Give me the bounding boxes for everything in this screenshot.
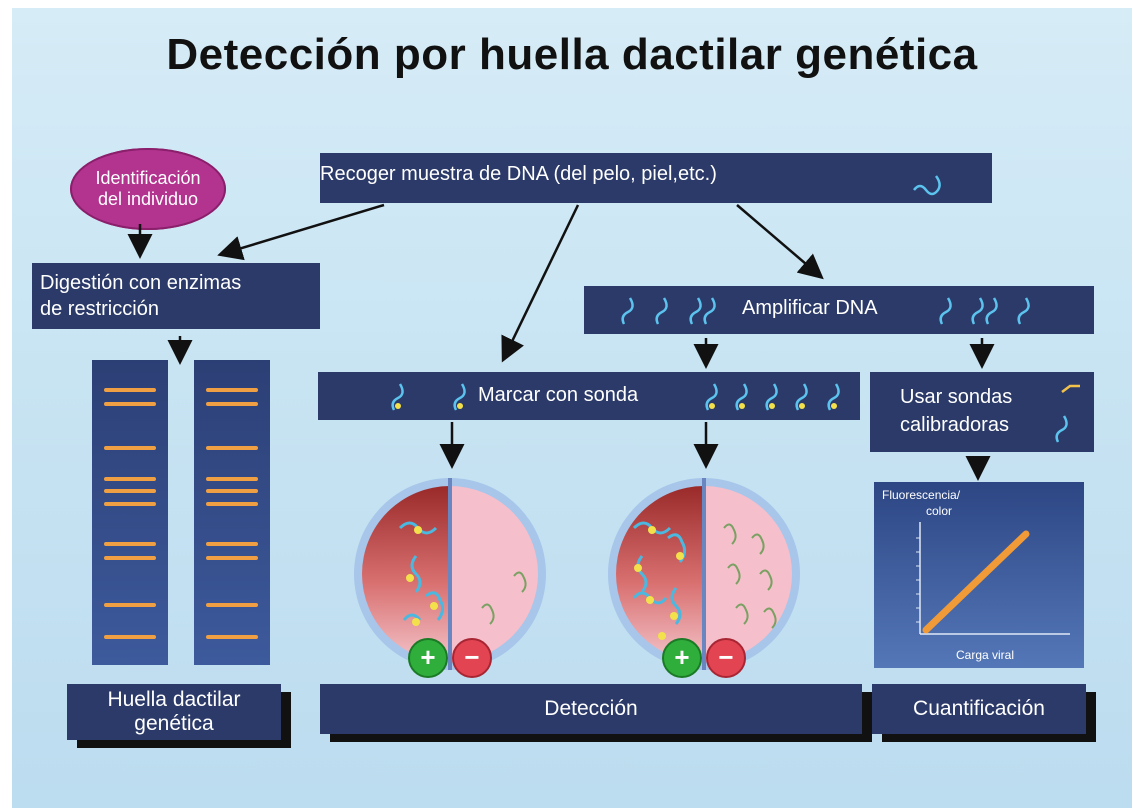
dna-strand-icon xyxy=(971,297,984,325)
gel-band xyxy=(104,556,156,560)
dna-icons-calibrate xyxy=(1055,384,1080,443)
negative-sign-1: − xyxy=(452,638,492,678)
fingerprint-line-2: genética xyxy=(134,712,214,735)
chart-xlabel: Carga viral xyxy=(956,648,1015,662)
quantification-label-box: Cuantificación xyxy=(872,684,1086,734)
fluorescent-marker-icon xyxy=(634,526,684,640)
gel-band xyxy=(104,402,156,406)
plus-symbol: + xyxy=(674,642,689,672)
positive-sign-1: + xyxy=(408,638,448,678)
digestion-line-2: de restricción xyxy=(40,298,159,320)
gel-band xyxy=(104,635,156,639)
dna-strand-icon xyxy=(795,383,808,411)
gel-band xyxy=(206,542,258,546)
dna-strand-icon xyxy=(705,383,718,411)
gel-band xyxy=(104,502,156,506)
gel-band xyxy=(206,477,258,481)
calibration-line-1: Usar sondas xyxy=(900,386,1013,408)
gel-band xyxy=(206,388,258,392)
fluorescent-marker-icon xyxy=(406,526,438,626)
dna-icons-collect xyxy=(913,175,941,196)
gel-band xyxy=(206,603,258,607)
dna-icons-amplify xyxy=(621,297,1030,325)
dna-strand-icon xyxy=(939,297,952,325)
diagram-overlay: + − xyxy=(127,175,1080,678)
gel-band xyxy=(206,502,258,506)
minus-symbol: − xyxy=(464,642,479,672)
ellipse-line-2: del individuo xyxy=(97,189,199,209)
dna-strand-icon xyxy=(453,383,466,411)
fingerprint-label-box: Huella dactilar genética xyxy=(67,684,281,740)
digestion-box: Digestión con enzimas de restricción xyxy=(32,263,320,329)
gel-band xyxy=(206,489,258,493)
dna-icons-probe xyxy=(391,383,840,411)
dna-strand-icon xyxy=(655,297,668,325)
gel-band xyxy=(104,446,156,450)
amplify-dna-box: Amplificar DNA xyxy=(584,286,1094,334)
dna-strand-icon xyxy=(985,297,998,325)
dna-strand-icon xyxy=(913,175,941,196)
arrow-collect-to-digest xyxy=(217,203,385,261)
calibration-chart: Fluorescencia/ color Carga viral xyxy=(874,482,1084,668)
gel-lane-1 xyxy=(92,360,168,665)
minus-symbol: − xyxy=(718,642,733,672)
probe-label-box: Marcar con sonda xyxy=(318,372,860,420)
gel-band xyxy=(206,402,258,406)
dna-strand-icon xyxy=(481,571,527,625)
arrow-collect-to-probe xyxy=(501,204,580,363)
gel-band xyxy=(206,446,258,450)
dna-strand-icon xyxy=(398,521,445,621)
dna-strand-icon xyxy=(827,383,840,411)
probe-label: Marcar con sonda xyxy=(478,384,639,406)
dna-strand-icon xyxy=(723,523,777,629)
chart-plot xyxy=(916,522,1070,635)
chart-ylabel-1: Fluorescencia/ xyxy=(882,488,961,502)
chart-ylabel-2: color xyxy=(926,504,953,518)
fingerprint-line-1: Huella dactilar xyxy=(107,688,241,711)
reaction-well-1 xyxy=(354,478,546,670)
quantification-label: Cuantificación xyxy=(913,697,1045,720)
ellipse-line-1: Identificación xyxy=(95,168,201,188)
negative-sign-2: − xyxy=(706,638,746,678)
dna-strand-icon xyxy=(1055,415,1068,443)
dna-strand-icon xyxy=(735,383,748,411)
identification-ellipse: Identificación del individuo xyxy=(70,148,226,230)
detection-label: Detección xyxy=(544,697,638,720)
digestion-line-1: Digestión con enzimas xyxy=(40,272,242,294)
gel-band xyxy=(104,603,156,607)
calibration-line xyxy=(922,530,1030,634)
detection-label-box: Detección xyxy=(320,684,862,734)
slide: Detección por huella dactilar genética I… xyxy=(12,8,1132,808)
collect-sample-label: Recoger muestra de DNA (del pelo, piel,e… xyxy=(320,163,717,185)
gel-band xyxy=(206,556,258,560)
plus-symbol: + xyxy=(420,642,435,672)
dna-strand-icon xyxy=(621,297,634,325)
gel-lane-2 xyxy=(194,360,270,665)
calibration-marker-icon xyxy=(1061,384,1080,393)
dna-strand-icon xyxy=(391,383,404,411)
gel-band xyxy=(206,635,258,639)
gel-band xyxy=(104,477,156,481)
page-title: Detección por huella dactilar genética xyxy=(166,30,978,79)
positive-sign-2: + xyxy=(662,638,702,678)
amplify-dna-label: Amplificar DNA xyxy=(742,297,878,319)
flow-arrows xyxy=(127,203,995,481)
dna-strand-icon xyxy=(765,383,778,411)
calibration-line-2: calibradoras xyxy=(900,414,1009,436)
reaction-well-2 xyxy=(608,478,800,670)
arrow-collect-to-amplify xyxy=(736,204,824,280)
gel-band xyxy=(104,489,156,493)
dna-strand-icon xyxy=(689,297,702,325)
collect-sample-box: Recoger muestra de DNA (del pelo, piel,e… xyxy=(320,153,992,203)
gel-band xyxy=(104,542,156,546)
gel-band xyxy=(104,388,156,392)
dna-strand-icon xyxy=(703,297,716,325)
dna-strand-icon xyxy=(1017,297,1030,325)
